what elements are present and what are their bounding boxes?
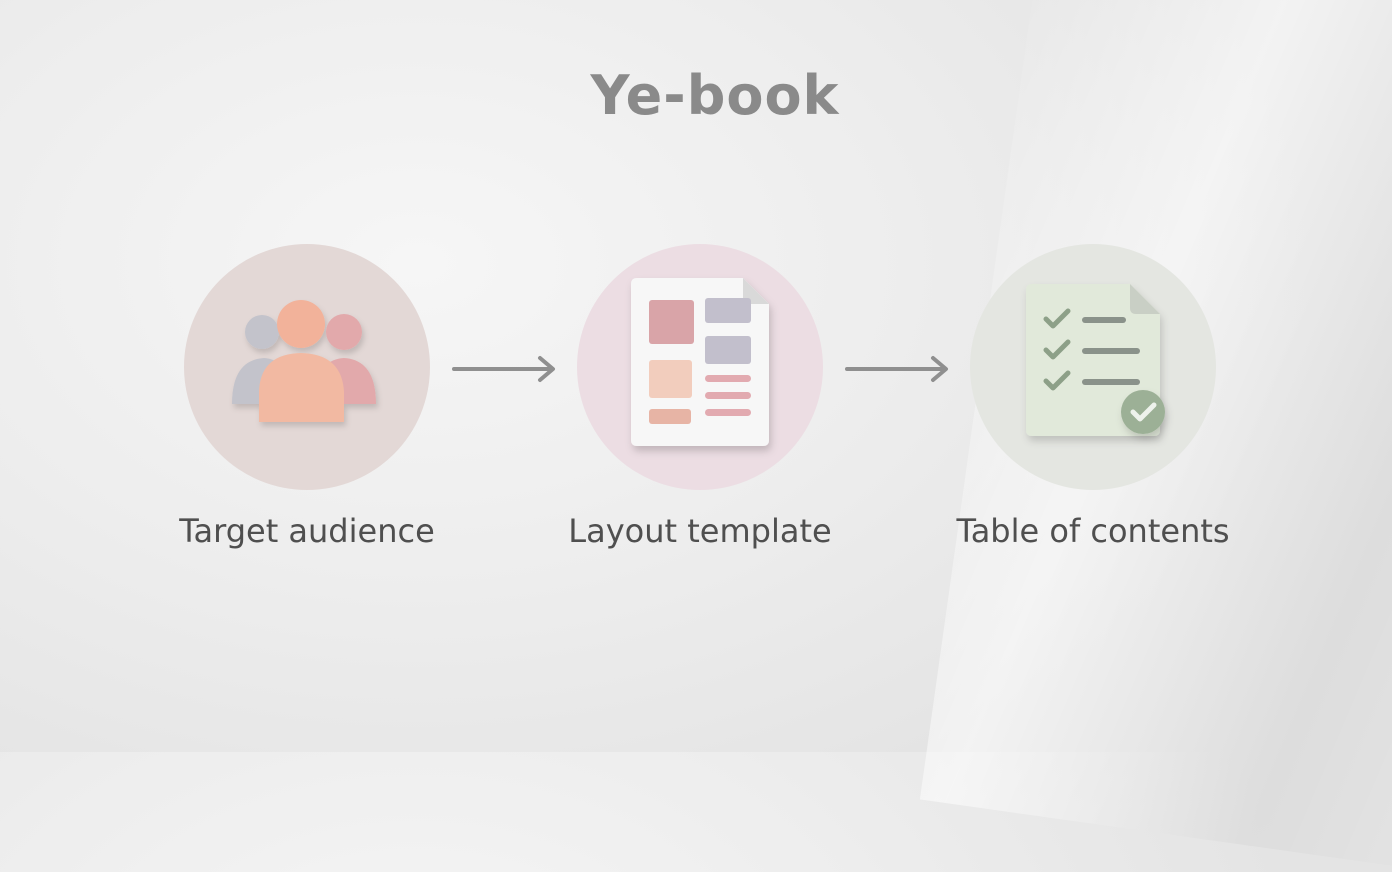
- step-target-audience: Target audience: [179, 244, 435, 550]
- document-layout-icon: [631, 278, 769, 446]
- step-layout-template: Layout template: [568, 244, 832, 550]
- page-title: Ye-book: [590, 64, 840, 127]
- step-label: Target audience: [179, 512, 435, 550]
- step-circle: [577, 244, 823, 490]
- people-icon: [232, 300, 376, 422]
- step-label: Table of contents: [956, 512, 1230, 550]
- step-table-of-contents: Table of contents: [956, 244, 1230, 550]
- step-circle: [184, 244, 430, 490]
- step-circle: [970, 244, 1216, 490]
- arrow-right-icon: [845, 356, 948, 382]
- arrow-right-icon: [452, 356, 555, 382]
- step-label: Layout template: [568, 512, 832, 550]
- checklist-document-icon: [1026, 284, 1165, 436]
